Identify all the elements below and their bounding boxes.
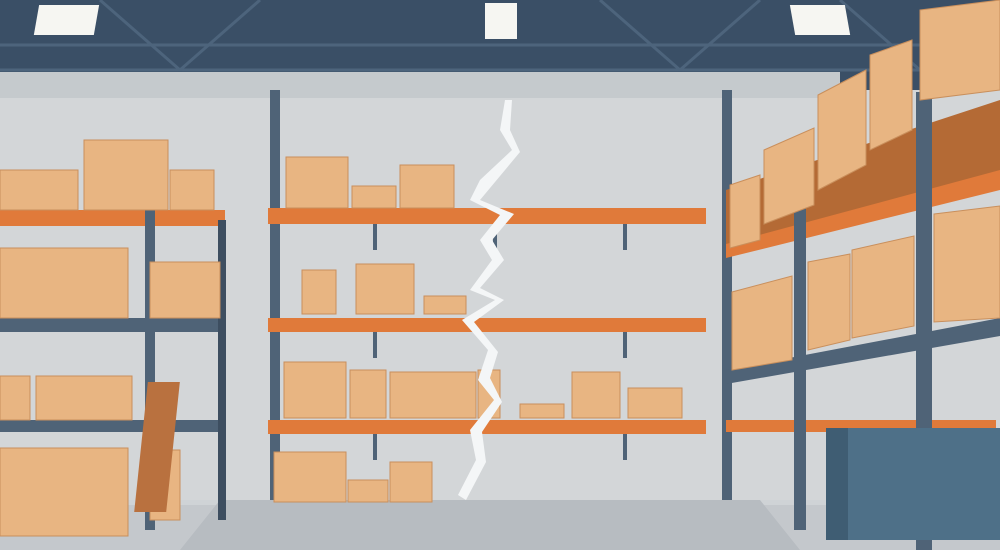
wall-column: [722, 90, 732, 510]
left-rack: [0, 139, 226, 537]
wall-column: [270, 90, 280, 510]
wall-beam: [0, 72, 840, 98]
storage-container: [826, 428, 1000, 540]
wall-crack-icon: [458, 100, 520, 500]
center-shelf-unit: [268, 156, 706, 503]
floor-shadow: [180, 500, 800, 550]
ceiling-light-icon: [33, 3, 851, 39]
right-rack: [726, 0, 1000, 550]
